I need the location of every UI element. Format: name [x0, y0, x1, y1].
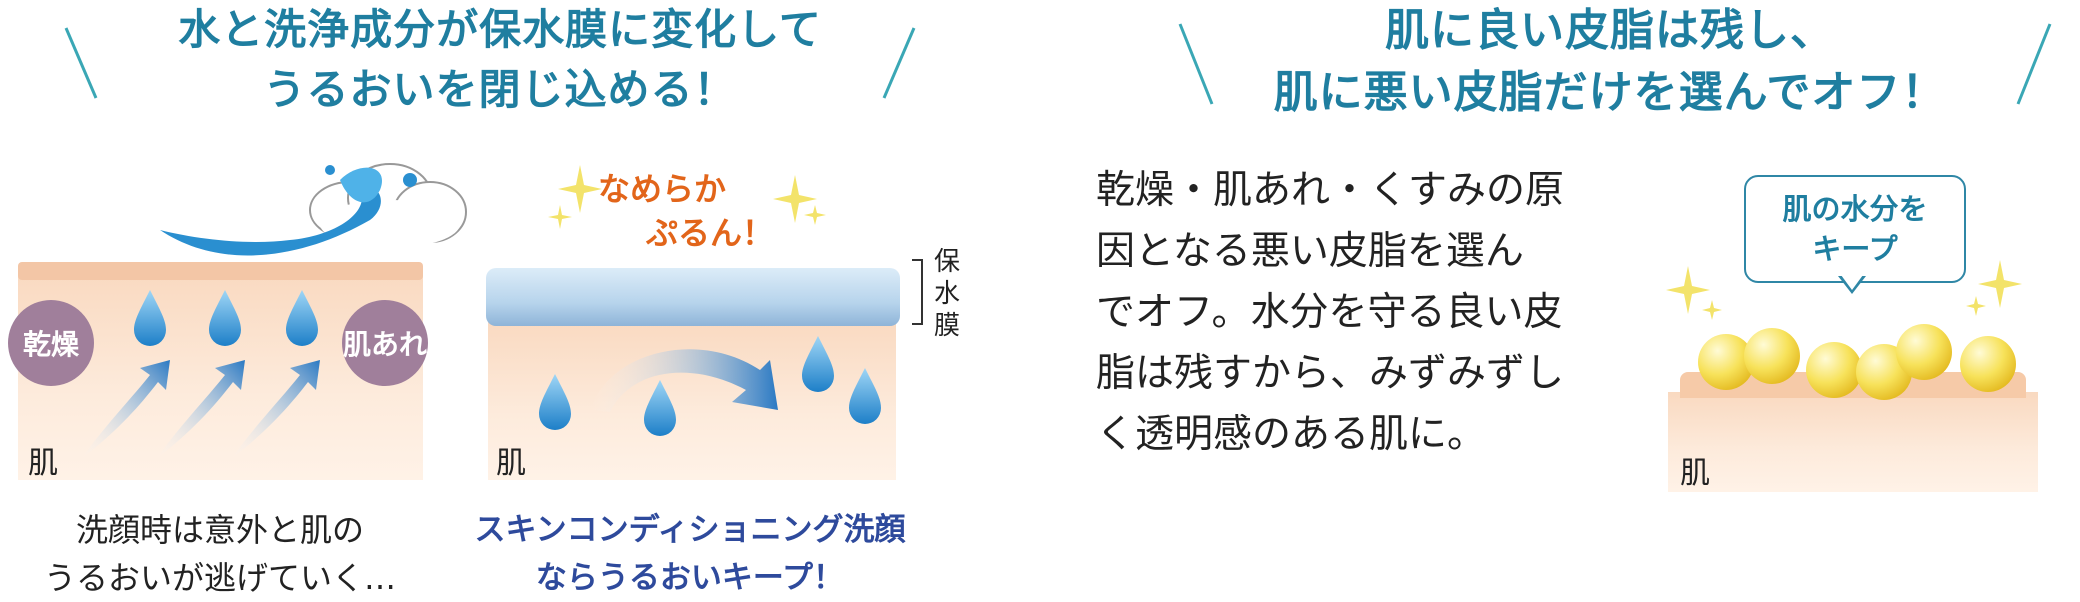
left-heading-line1: 水と洗浄成分が保水膜に変化して — [178, 5, 822, 54]
caption-after: スキンコンディショニング洗顔 ならうるおいキープ！ — [440, 506, 940, 602]
heading-slashes — [64, 23, 2052, 105]
skin-panel-right — [1668, 392, 2038, 492]
left-heading-line2: うるおいを閉じ込める！ — [263, 65, 737, 114]
caption-before: 洗顔時は意外と肌の うるおいが逃げていく… — [10, 506, 430, 602]
arrow-up-icon — [155, 360, 245, 460]
right-heading-line2: 肌に悪い皮脂だけを選んでオフ！ — [1273, 67, 1947, 118]
keep-moisture-bubble: 肌の水分を キープ — [1744, 175, 1966, 283]
caption-before-line2: うるおいが逃げていく… — [43, 559, 396, 597]
film-label-char: 膜 — [933, 311, 960, 341]
moisture-film — [486, 268, 900, 326]
badge-roughness: 肌あれ — [342, 300, 428, 386]
description-line: く透明感のある肌に。 — [1096, 412, 1487, 457]
droplet-icon — [286, 290, 318, 346]
right-heading: 肌に良い皮脂は残し、 肌に悪い皮脂だけを選んでオフ！ — [1160, 0, 2060, 124]
droplet-icon — [802, 336, 834, 392]
sparkle-icons-right — [1666, 260, 2022, 320]
callout-smooth-line2: ぷるん！ — [646, 214, 775, 252]
description-line: 脂は残すから、みずみずし — [1096, 351, 1565, 396]
good-sebum-ball — [1896, 324, 1952, 380]
droplet-icon — [644, 380, 676, 436]
skin-surface-before — [18, 262, 423, 280]
sebum-description: 乾燥・肌あれ・くすみの原 因となる悪い皮脂を選ん でオフ。水分を守る良い皮 脂は… — [1096, 160, 1616, 465]
description-line: 因となる悪い皮脂を選ん — [1096, 229, 1524, 274]
film-label-char: 保 — [933, 247, 960, 277]
description-line: でオフ。水分を守る良い皮 — [1096, 290, 1563, 335]
caption-after-line1: スキンコンディショニング洗顔 — [474, 512, 906, 548]
left-heading: 水と洗浄成分が保水膜に変化して うるおいを閉じ込める！ — [110, 0, 890, 120]
film-bracket — [912, 259, 923, 325]
description-line: 乾燥・肌あれ・くすみの原 — [1096, 168, 1565, 213]
skin-label-after: 肌 — [496, 446, 526, 481]
film-label-char: 水 — [933, 279, 960, 309]
droplet-icon — [209, 290, 241, 346]
good-sebum-ball — [1960, 336, 2016, 392]
bubble-line1: 肌の水分を — [1782, 192, 1928, 226]
badge-dryness: 乾燥 — [8, 300, 94, 386]
film-label: 保 水 膜 — [932, 246, 962, 342]
skin-label-right: 肌 — [1680, 456, 1710, 491]
splash-cloud-icon — [160, 163, 467, 256]
bubble-tail-inner — [1841, 275, 1863, 290]
droplet-icon — [134, 290, 166, 346]
arrow-up-icon — [230, 360, 320, 460]
curved-arrow-icon — [590, 349, 778, 412]
bubble-line2: キープ — [1812, 232, 1898, 266]
evaporation-arrows — [80, 290, 320, 460]
callout-smooth-line1: なめらか — [598, 170, 727, 208]
droplet-icon — [539, 374, 571, 430]
good-sebum-ball — [1806, 342, 1862, 398]
caption-after-line2: ならうるおいキープ！ — [535, 560, 845, 596]
arrow-up-icon — [80, 360, 170, 460]
skin-label-before: 肌 — [28, 446, 58, 481]
retain-arrow — [539, 336, 881, 436]
good-sebum-ball — [1744, 328, 1800, 384]
caption-before-line1: 洗顔時は意外と肌の — [75, 511, 364, 549]
sparkle-icons — [548, 165, 826, 229]
right-heading-line1: 肌に良い皮脂は残し、 — [1385, 5, 1835, 56]
droplet-icon — [849, 368, 881, 424]
